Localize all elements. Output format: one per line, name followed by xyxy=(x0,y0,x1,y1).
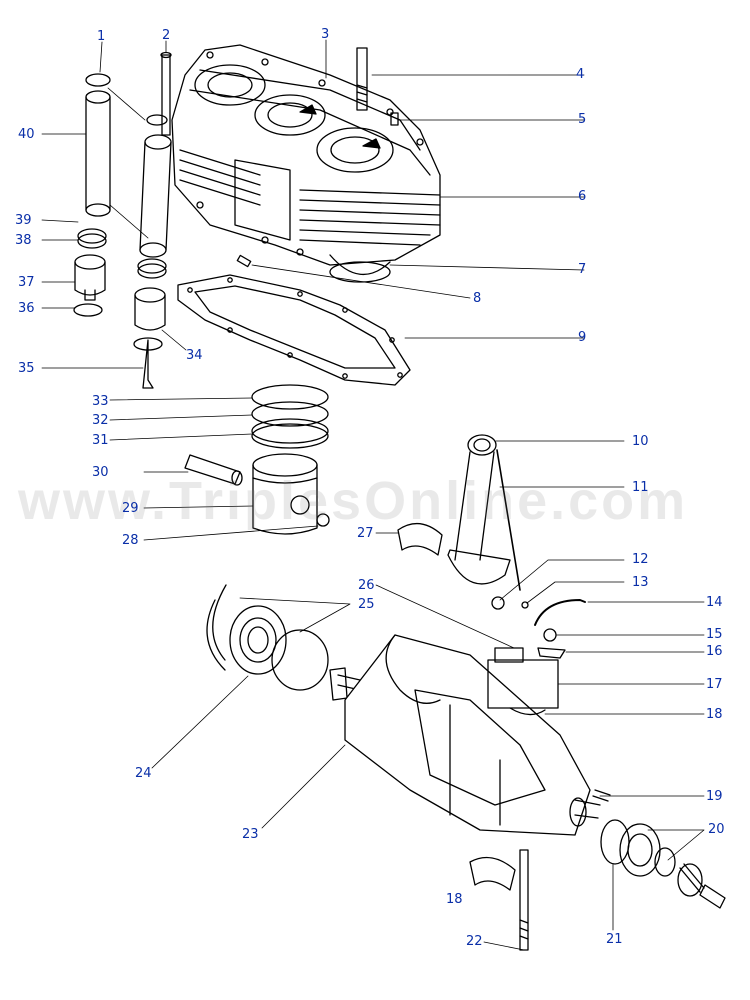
callout-39: 39 xyxy=(15,213,32,228)
callout-29: 29 xyxy=(122,501,139,516)
o-ring xyxy=(73,303,103,317)
callout-12: 12 xyxy=(632,552,649,567)
callout-7: 7 xyxy=(578,262,587,277)
tube-seals xyxy=(77,228,167,279)
connecting-rod xyxy=(447,434,521,591)
banjo xyxy=(543,628,557,642)
callout-5: 5 xyxy=(578,112,587,127)
timing-pinion xyxy=(677,863,705,897)
dowel xyxy=(390,112,399,126)
callout-24: 24 xyxy=(135,766,152,781)
circlip-left-c xyxy=(271,629,329,691)
oil-pipe xyxy=(534,599,586,626)
callout-6: 6 xyxy=(578,189,587,204)
callout-28: 28 xyxy=(122,533,139,548)
pushrod-tube-left xyxy=(85,73,111,217)
callout-15: 15 xyxy=(706,627,723,642)
callout-32: 32 xyxy=(92,413,109,428)
callout-13: 13 xyxy=(632,575,649,590)
key xyxy=(592,789,611,802)
callout-23: 23 xyxy=(242,827,259,842)
tappet xyxy=(142,339,154,389)
callout-40: 40 xyxy=(18,127,35,142)
circlip xyxy=(316,513,330,527)
callout-31: 31 xyxy=(92,433,109,448)
callout-14: 14 xyxy=(706,595,723,610)
callout-35: 35 xyxy=(18,361,35,376)
tappet-block-left xyxy=(74,254,106,301)
pushrod xyxy=(160,51,172,136)
cylinder-block xyxy=(171,44,441,283)
screw xyxy=(521,601,529,609)
callout-11: 11 xyxy=(632,480,649,495)
callout-26: 26 xyxy=(358,578,375,593)
callout-27: 27 xyxy=(357,526,374,541)
bearing-shell xyxy=(469,856,516,891)
big-end-shell xyxy=(397,523,443,556)
circlip-left-b xyxy=(206,599,226,671)
main-bearing-left xyxy=(229,605,287,675)
tab-washer xyxy=(537,647,566,659)
sludge-plug xyxy=(494,647,524,663)
callout-17: 17 xyxy=(706,677,723,692)
callout-16: 16 xyxy=(706,644,723,659)
leader-lines xyxy=(41,39,705,951)
piston-rings xyxy=(251,384,329,449)
callout-33: 33 xyxy=(92,394,109,409)
callout-25: 25 xyxy=(358,597,375,612)
callout-18b: 18 xyxy=(446,892,463,907)
callout-18a: 18 xyxy=(706,707,723,722)
tappet-block-right xyxy=(134,287,166,331)
callout-8: 8 xyxy=(473,291,482,306)
circlip-left-a xyxy=(212,584,227,661)
base-gasket xyxy=(177,274,411,386)
callout-37: 37 xyxy=(18,275,35,290)
dowel-small xyxy=(236,254,252,268)
gudgeon-pin xyxy=(184,454,243,486)
callout-20: 20 xyxy=(708,822,725,837)
cylinder-stud xyxy=(356,47,368,111)
rod-nut xyxy=(491,596,505,610)
callout-3: 3 xyxy=(321,27,330,42)
callout-36: 36 xyxy=(18,301,35,316)
callout-19: 19 xyxy=(706,789,723,804)
callout-10: 10 xyxy=(632,434,649,449)
crankshaft xyxy=(329,634,601,836)
pinion-nut xyxy=(699,884,726,909)
callout-4: 4 xyxy=(576,67,585,82)
callout-38: 38 xyxy=(15,233,32,248)
callout-21: 21 xyxy=(606,932,623,947)
callout-1: 1 xyxy=(97,29,106,44)
callout-9: 9 xyxy=(578,330,587,345)
callout-22: 22 xyxy=(466,934,483,949)
watermark: www.TriplesOnline.com xyxy=(18,471,689,531)
pushrod-tube-right xyxy=(139,114,172,258)
main-bearing-right xyxy=(600,819,676,877)
piston xyxy=(252,453,318,535)
cap-bolt xyxy=(519,849,529,951)
callout-34: 34 xyxy=(186,348,203,363)
callout-2: 2 xyxy=(162,28,171,43)
callout-30: 30 xyxy=(92,465,109,480)
